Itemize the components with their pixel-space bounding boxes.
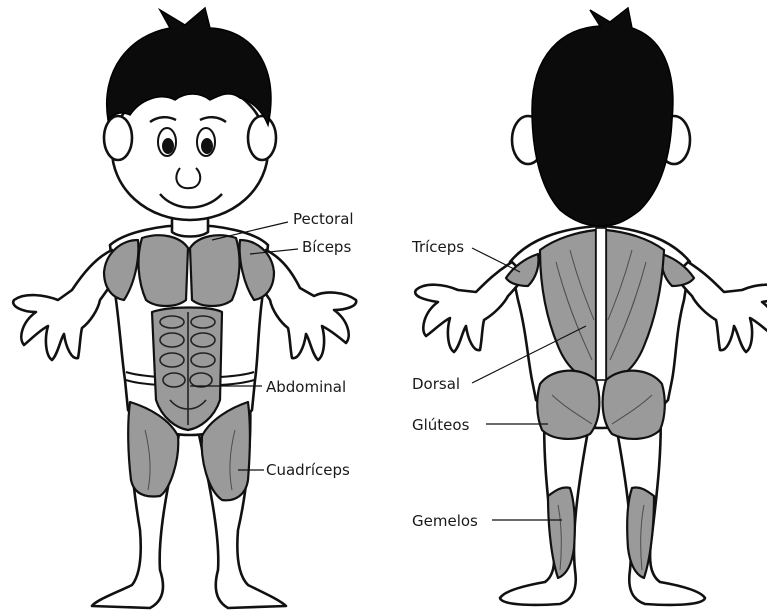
label-gluteos: Glúteos xyxy=(412,416,470,434)
label-abdominal: Abdominal xyxy=(266,378,346,396)
front-figure xyxy=(13,8,356,608)
front-right-ear xyxy=(248,116,276,160)
back-spine xyxy=(596,228,606,380)
label-dorsal: Dorsal xyxy=(412,375,460,393)
label-triceps: Tríceps xyxy=(411,238,464,256)
front-right-pupil xyxy=(201,138,213,154)
label-gemelos: Gemelos xyxy=(412,512,478,530)
back-hair xyxy=(532,8,673,226)
front-left-ear xyxy=(104,116,132,160)
front-pectoral-right xyxy=(190,235,239,306)
label-pectoral: Pectoral xyxy=(293,210,354,228)
label-cuadriceps: Cuadríceps xyxy=(266,461,350,479)
back-gluteus-right xyxy=(603,371,665,439)
label-biceps: Bíceps xyxy=(302,238,351,256)
front-left-pupil xyxy=(162,138,174,154)
front-pectoral-left xyxy=(139,235,188,306)
front-nose xyxy=(176,168,200,188)
back-gluteus-left xyxy=(537,371,599,439)
